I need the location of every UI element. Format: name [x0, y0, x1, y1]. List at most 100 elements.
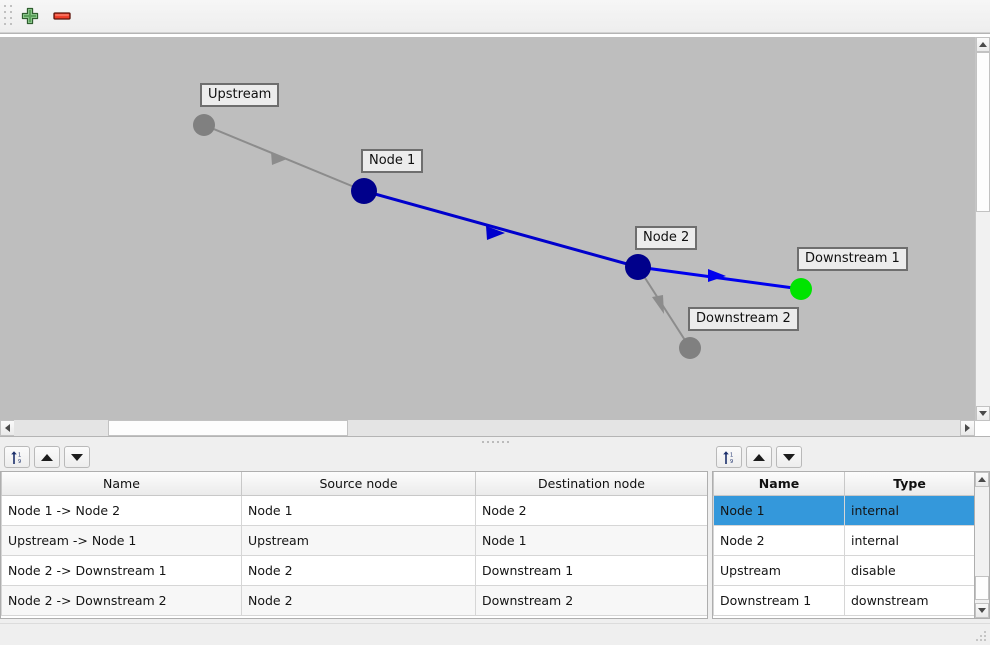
links-col-name[interactable]: Name	[1, 472, 242, 496]
chevron-left-icon	[5, 424, 10, 432]
scroll-right-button[interactable]	[960, 420, 975, 436]
nodes-cell-name: Downstream 1	[713, 585, 845, 616]
status-bar	[0, 623, 990, 645]
graph-vscroll-thumb[interactable]	[976, 52, 990, 212]
nodes-col-type[interactable]: Type	[844, 472, 974, 496]
links-cell-name: Node 2 -> Downstream 1	[1, 555, 242, 586]
links-cell-destination: Node 1	[475, 525, 707, 556]
graph-node-downstream2[interactable]	[679, 337, 701, 359]
svg-text:1: 1	[730, 452, 733, 458]
links-toolbar: 1 9	[0, 443, 708, 469]
links-cell-source: Node 2	[241, 555, 476, 586]
graph-label-node1[interactable]: Node 1	[361, 149, 424, 173]
table-row[interactable]: Node 2 internal	[713, 525, 974, 556]
table-row[interactable]: Upstream -> Node 1 Upstream Node 1	[1, 525, 707, 556]
edge-node1-node2[interactable]	[363, 189, 639, 269]
chevron-up-icon	[978, 477, 986, 482]
triangle-up-icon	[41, 453, 53, 461]
main-toolbar	[0, 0, 990, 33]
nodes-panel: 1 9 Name Type	[712, 443, 990, 623]
scroll-left-button[interactable]	[0, 420, 15, 436]
graph-svg	[193, 114, 812, 359]
chevron-down-icon	[978, 608, 986, 613]
splitter-grip	[481, 440, 509, 443]
links-move-up-button[interactable]	[34, 446, 60, 468]
scroll-up-button[interactable]	[975, 472, 989, 487]
scroll-up-button[interactable]	[976, 37, 990, 52]
links-cell-name: Node 1 -> Node 2	[1, 495, 242, 526]
nodes-vscroll-thumb[interactable]	[975, 576, 989, 600]
nodes-table-container[interactable]: Name Type Node 1 internal Node 2 interna…	[712, 471, 975, 619]
chevron-right-icon	[965, 424, 970, 432]
resize-grip[interactable]	[976, 631, 988, 643]
links-move-down-button[interactable]	[64, 446, 90, 468]
graph-node-node2[interactable]	[625, 254, 651, 280]
toolbar-drag-handle[interactable]	[3, 5, 14, 27]
edge-upstream-node1[interactable]	[203, 124, 365, 192]
table-row[interactable]: Node 1 internal	[713, 495, 974, 526]
nodes-toolbar: 1 9	[712, 443, 990, 469]
triangle-down-icon	[71, 453, 83, 461]
svg-text:1: 1	[18, 452, 21, 458]
bottom-area: 1 9 Name Source node Destination node	[0, 443, 990, 623]
nodes-cell-name: Upstream	[713, 555, 845, 586]
nodes-cell-type: internal	[844, 495, 974, 526]
triangle-up-icon	[753, 453, 765, 461]
links-table-container[interactable]: Name Source node Destination node Node 1…	[0, 471, 708, 619]
links-cell-name: Upstream -> Node 1	[1, 525, 242, 556]
nodes-table: Name Type Node 1 internal Node 2 interna…	[713, 472, 974, 616]
links-col-destination[interactable]: Destination node	[475, 472, 707, 496]
links-cell-destination: Downstream 1	[475, 555, 707, 586]
remove-node-button[interactable]	[46, 2, 78, 30]
scroll-down-button[interactable]	[976, 406, 990, 421]
triangle-down-icon	[783, 453, 795, 461]
links-sort-button[interactable]: 1 9	[4, 446, 30, 468]
graph-label-node2[interactable]: Node 2	[635, 226, 698, 250]
graph-horizontal-scrollbar[interactable]	[0, 420, 975, 436]
links-col-source[interactable]: Source node	[241, 472, 476, 496]
nodes-col-name[interactable]: Name	[713, 472, 845, 496]
nodes-table-header-row: Name Type	[713, 472, 974, 496]
graph-node-downstream1[interactable]	[790, 278, 812, 300]
graph-hscroll-track[interactable]	[14, 420, 961, 436]
links-cell-destination: Node 2	[475, 495, 707, 526]
graph-node-upstream[interactable]	[193, 114, 215, 136]
links-cell-source: Node 2	[241, 585, 476, 616]
graph-hscroll-thumb[interactable]	[108, 420, 348, 436]
table-row[interactable]: Node 2 -> Downstream 1 Node 2 Downstream…	[1, 555, 707, 586]
horizontal-splitter[interactable]	[0, 437, 990, 446]
graph-node-node1[interactable]	[351, 178, 377, 204]
links-cell-destination: Downstream 2	[475, 585, 707, 616]
links-cell-source: Node 1	[241, 495, 476, 526]
graph-label-downstream1[interactable]: Downstream 1	[797, 247, 908, 271]
table-row[interactable]: Node 2 -> Downstream 2 Node 2 Downstream…	[1, 585, 707, 616]
links-cell-name: Node 2 -> Downstream 2	[1, 585, 242, 616]
scroll-down-button[interactable]	[975, 603, 989, 618]
nodes-cell-name: Node 2	[713, 525, 845, 556]
graph-label-downstream2[interactable]: Downstream 2	[688, 307, 799, 331]
nodes-cell-type: downstream	[844, 585, 974, 616]
links-table: Name Source node Destination node Node 1…	[1, 472, 707, 616]
links-panel: 1 9 Name Source node Destination node	[0, 443, 708, 623]
red-minus-icon	[53, 12, 71, 20]
links-cell-source: Upstream	[241, 525, 476, 556]
graph-label-upstream[interactable]: Upstream	[200, 83, 280, 107]
links-table-header-row: Name Source node Destination node	[1, 472, 707, 496]
nodes-cell-type: internal	[844, 525, 974, 556]
table-row[interactable]: Downstream 1 downstream	[713, 585, 974, 616]
nodes-table-scrollbar[interactable]	[975, 471, 990, 619]
table-row[interactable]: Upstream disable	[713, 555, 974, 586]
table-row[interactable]: Node 1 -> Node 2 Node 1 Node 2	[1, 495, 707, 526]
chevron-up-icon	[979, 42, 987, 47]
add-node-button[interactable]	[14, 2, 46, 30]
edge-node2-downstream1[interactable]	[637, 265, 802, 291]
graph-panel: Upstream Node 1 Node 2 Downstream 1 Down…	[0, 33, 990, 437]
nodes-move-down-button[interactable]	[776, 446, 802, 468]
edge-node2-downstream2[interactable]	[637, 266, 691, 349]
sort-icon: 1 9	[723, 450, 733, 465]
nodes-sort-button[interactable]: 1 9	[716, 446, 742, 468]
nodes-move-up-button[interactable]	[746, 446, 772, 468]
graph-vertical-scrollbar[interactable]	[975, 37, 990, 421]
sort-icon: 1 9	[11, 450, 21, 465]
graph-canvas[interactable]: Upstream Node 1 Node 2 Downstream 1 Down…	[0, 37, 975, 421]
